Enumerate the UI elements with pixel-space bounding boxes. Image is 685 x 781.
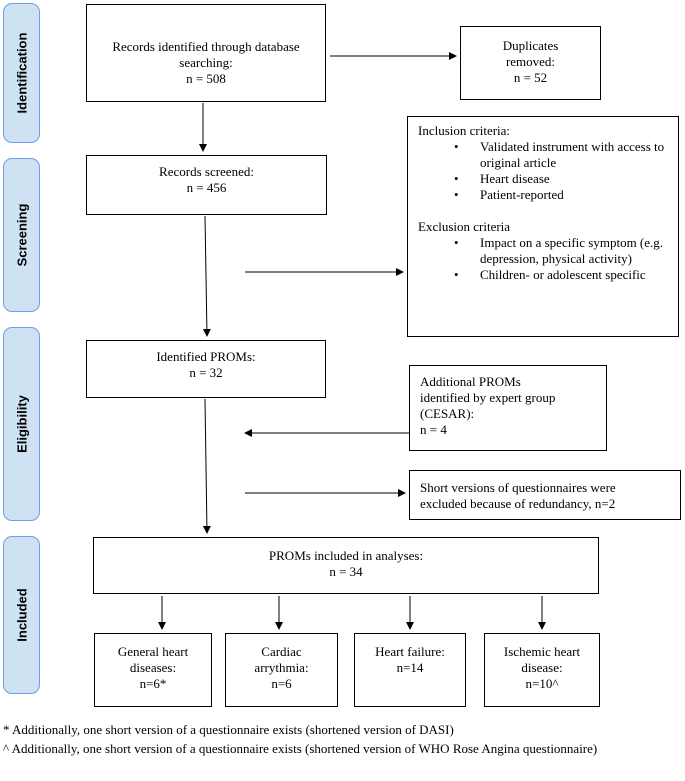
duplicates-count: n = 52 [513,70,548,85]
arrow-to-identified [202,215,211,337]
additional-proms-text-2: identified by expert group [420,390,556,405]
phase-screening: Screening [3,158,40,312]
identified-proms-count: n = 32 [189,365,223,380]
records-screened-box: Records screened: n = 456 [86,155,327,215]
inclusion-item: Heart disease [454,171,668,187]
short-versions-box: Short versions of questionnaires were ex… [409,470,681,520]
category-ischemic-text-1: Ischemic heart [503,644,581,659]
inclusion-item: Validated instrument with access to orig… [454,139,668,171]
inclusion-item: Patient-reported [454,187,668,203]
records-identified-text-2: searching: [179,55,233,70]
exclusion-item: Children- or adolescent specific [454,267,668,283]
additional-proms-text-3: (CESAR): [420,406,475,421]
phase-identification: Identification [3,3,40,143]
exclusion-title: Exclusion criteria [418,219,511,234]
category-heart-failure-count: n=14 [396,660,424,675]
category-general-heart-count: n=6* [139,676,167,691]
records-identified-text-1: Records identified through database [112,39,300,54]
duplicates-text-1: Duplicates [502,38,559,53]
short-versions-text-2: excluded because of redundancy, n=2 [420,496,616,511]
inclusion-list: Validated instrument with access to orig… [418,139,668,203]
category-ischemic-text-2: disease: [521,660,563,675]
additional-proms-box: Additional PROMs identified by expert gr… [409,365,607,451]
records-screened-count: n = 456 [186,180,227,195]
duplicates-box: Duplicates removed: n = 52 [460,26,601,100]
proms-included-box: PROMs included in analyses: n = 34 [93,537,599,594]
category-general-heart-text-1: General heart [117,644,189,659]
category-ischemic-box: Ischemic heart disease: n=10^ [484,633,600,707]
exclusion-list: Impact on a specific symptom (e.g. depre… [418,235,668,283]
footnote-dasi: * Additionally, one short version of a q… [3,722,454,737]
category-general-heart-text-2: diseases: [129,660,177,675]
duplicates-text-2: removed: [505,54,556,69]
records-identified-count: n = 508 [186,71,226,86]
exclusion-item: Impact on a specific symptom (e.g. depre… [454,235,668,267]
additional-proms-text-1: Additional PROMs [420,374,521,389]
arrow-to-included [202,398,211,534]
criteria-box: Inclusion criteria: Validated instrument… [407,116,679,337]
proms-included-text: PROMs included in analyses: [268,548,424,563]
category-arrythmia-text-1: Cardiac [261,644,302,659]
additional-proms-count: n = 4 [420,422,447,437]
category-arrythmia-box: Cardiac arrythmia: n=6 [225,633,338,707]
proms-included-count: n = 34 [329,564,363,579]
category-arrythmia-text-2: arrythmia: [254,660,309,675]
category-general-heart-box: General heart diseases: n=6* [94,633,212,707]
phase-eligibility: Eligibility [3,327,40,521]
short-versions-text-1: Short versions of questionnaires were [420,480,616,495]
identified-proms-text: Identified PROMs: [156,349,256,364]
phase-included: Included [3,536,40,694]
records-screened-text: Records screened: [159,164,254,179]
category-arrythmia-count: n=6 [271,676,292,691]
inclusion-title: Inclusion criteria: [418,123,511,138]
category-ischemic-count: n=10^ [525,676,559,691]
category-heart-failure-text: Heart failure: [375,644,445,659]
identified-proms-box: Identified PROMs: n = 32 [86,340,326,398]
category-heart-failure-box: Heart failure: n=14 [354,633,466,707]
footnote-rose-angina: ^ Additionally, one short version of a q… [3,741,598,756]
records-identified-box: Records identified through database sear… [86,4,326,102]
